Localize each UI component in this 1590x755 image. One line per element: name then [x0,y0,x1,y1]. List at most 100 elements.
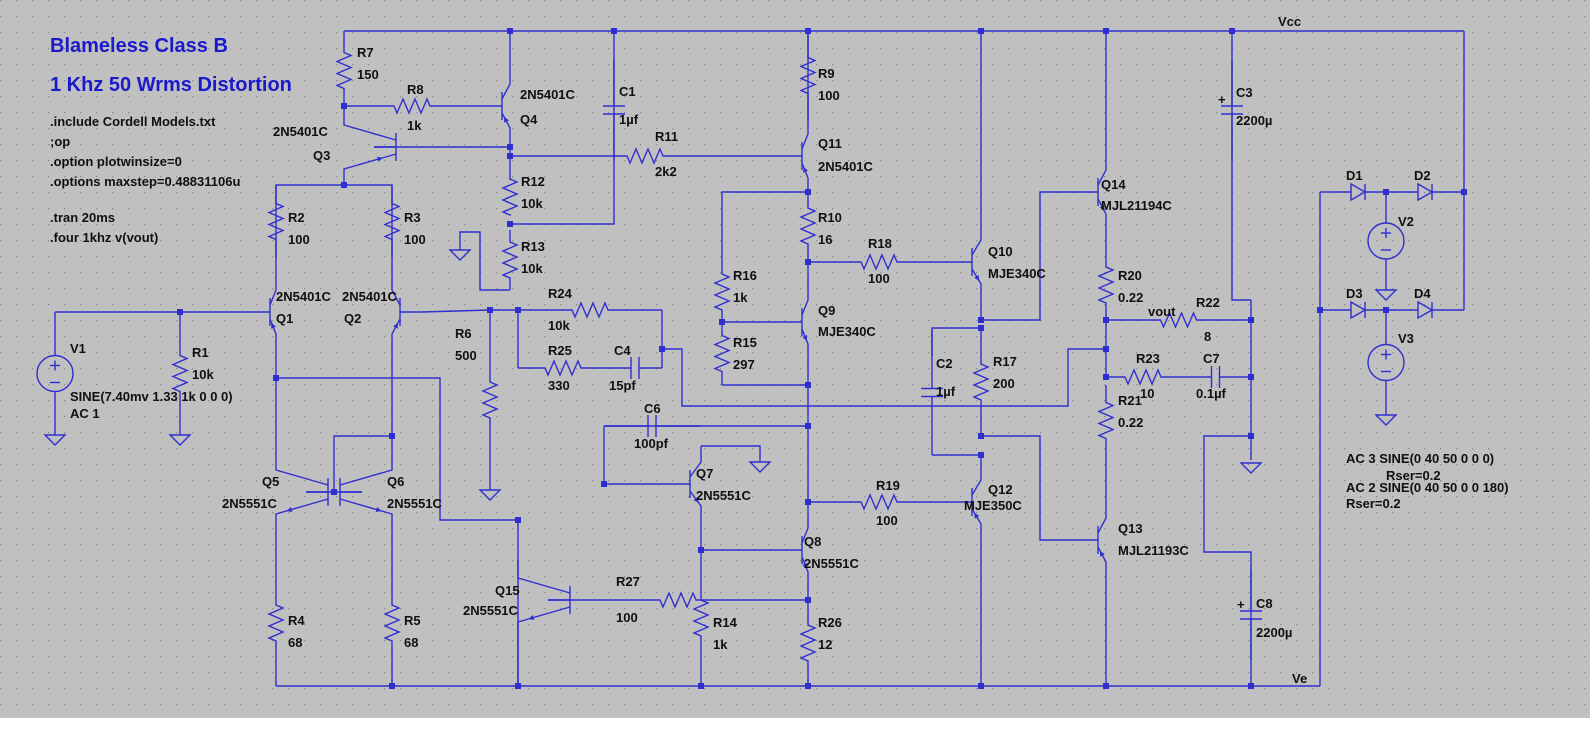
diode-d3[interactable] [1330,300,1386,320]
directive-include[interactable]: .include Cordell Models.txt [50,114,216,129]
wire[interactable] [333,435,392,492]
resistor-r27[interactable] [548,591,808,609]
ground-icon[interactable] [1374,414,1398,426]
resistor-r10[interactable] [799,190,817,262]
voltage-source-v3[interactable] [1367,310,1405,415]
transistor-q4[interactable] [480,31,511,147]
wire[interactable] [276,377,518,521]
resistor-r4[interactable] [267,560,285,686]
resistor-r13[interactable] [501,230,519,290]
transistor-q8[interactable] [780,502,809,600]
resistor-r12[interactable] [501,177,519,217]
voltage-source-v2[interactable] [1367,192,1405,290]
directive-tran[interactable]: .tran 20ms [50,210,115,225]
ground-icon[interactable] [43,434,67,446]
capacitor-c4[interactable] [608,357,662,379]
resistor-r20[interactable] [1097,250,1115,320]
resistor-r14[interactable] [692,550,710,686]
resistor-r7-value: 150 [357,67,379,82]
transistor-q10[interactable] [950,31,982,320]
directive-four[interactable]: .four 1khz v(vout) [50,230,158,245]
transistor-q1-model: 2N5401C [276,289,332,304]
resistor-r7[interactable] [335,31,353,110]
directive-maxstep[interactable]: .options maxstep=0.48831106u [50,174,240,189]
transistor-q6[interactable] [339,430,393,520]
resistor-r27-value: 100 [616,610,638,625]
source-v3-rser: Rser=0.2 [1386,468,1441,483]
resistor-r16[interactable] [713,262,731,322]
directive-plotwinsize[interactable]: .option plotwinsize=0 [50,154,182,169]
ground-icon[interactable] [1239,462,1263,474]
capacitor-c6[interactable] [604,415,700,437]
capacitor-c2[interactable] [921,330,943,455]
transistor-q9[interactable] [780,262,809,385]
diode-d2[interactable] [1386,182,1464,202]
resistor-r11[interactable] [510,147,780,165]
resistor-r23[interactable] [1106,368,1180,386]
resistor-r9[interactable] [799,31,817,120]
wire[interactable] [981,191,1076,321]
transistor-q5[interactable] [275,430,329,520]
resistor-r3[interactable] [383,185,401,258]
ground-icon[interactable] [478,489,502,501]
resistor-r22[interactable] [1106,311,1251,329]
voltage-source-v1[interactable] [36,312,74,435]
transistor-q14[interactable] [1076,31,1107,250]
resistor-r17[interactable] [972,328,990,436]
ground-icon[interactable] [1374,289,1398,301]
transistor-q2-model: 2N5401C [342,289,398,304]
resistor-r18[interactable] [808,253,950,271]
resistor-r2[interactable] [267,185,285,258]
transistor-q13-model: MJL21193C [1118,543,1189,558]
resistor-r19[interactable] [808,493,950,511]
wire[interactable] [981,435,1076,541]
resistor-r24[interactable] [518,301,662,319]
transistor-q11[interactable] [780,31,809,190]
capacitor-c1[interactable] [603,60,625,160]
resistor-r26[interactable] [799,600,817,686]
transistor-q13[interactable] [1076,456,1107,686]
diode-d4[interactable] [1386,300,1464,320]
transistor-q12[interactable] [950,455,982,686]
resistor-r8[interactable] [344,97,480,115]
capacitor-c2-name: C2 [936,356,953,371]
capacitor-c6-value: 100pf [634,436,669,451]
resistor-r21[interactable] [1097,385,1115,456]
capacitor-c7[interactable] [1180,366,1251,388]
resistor-body [799,190,817,262]
resistor-r22-value: 8 [1204,329,1211,344]
resistor-r26-name: R26 [818,615,842,630]
resistor-r6[interactable] [481,310,499,490]
resistor-body [713,262,731,322]
resistor-r5[interactable] [383,560,401,686]
transistor-q4-model: 2N5401C [520,87,576,102]
wire[interactable] [721,191,808,262]
diode-d1[interactable] [1330,182,1386,202]
wire[interactable] [701,445,761,462]
wire[interactable] [459,231,510,291]
directive-op[interactable]: ;op [50,134,70,149]
transistor-q3[interactable] [343,110,397,185]
resistor-r25[interactable] [518,359,608,377]
ground-icon[interactable] [748,461,772,473]
components[interactable]: ++ [36,31,1464,686]
ground-icon[interactable] [168,434,192,446]
resistor-r14-name: R14 [713,615,738,630]
ground-icon[interactable] [448,249,472,261]
wire[interactable] [662,348,1106,407]
capacitor-c3[interactable]: + [1218,60,1243,160]
transistor-q7[interactable] [668,446,702,512]
resistor-r17-name: R17 [993,354,1017,369]
transistor-q2[interactable] [391,258,422,378]
resistor-r1[interactable] [171,312,189,435]
resistor-r22-name: R22 [1196,295,1220,310]
capacitor-c8[interactable]: + [1237,570,1262,660]
wire-network[interactable] [55,28,1467,689]
transistor-q1[interactable] [248,258,277,378]
diode-d4-name: D4 [1414,286,1431,301]
resistor-r15[interactable] [713,322,731,385]
capacitor-c7-value: 0.1µf [1196,386,1227,401]
resistor-r19-value: 100 [876,513,898,528]
